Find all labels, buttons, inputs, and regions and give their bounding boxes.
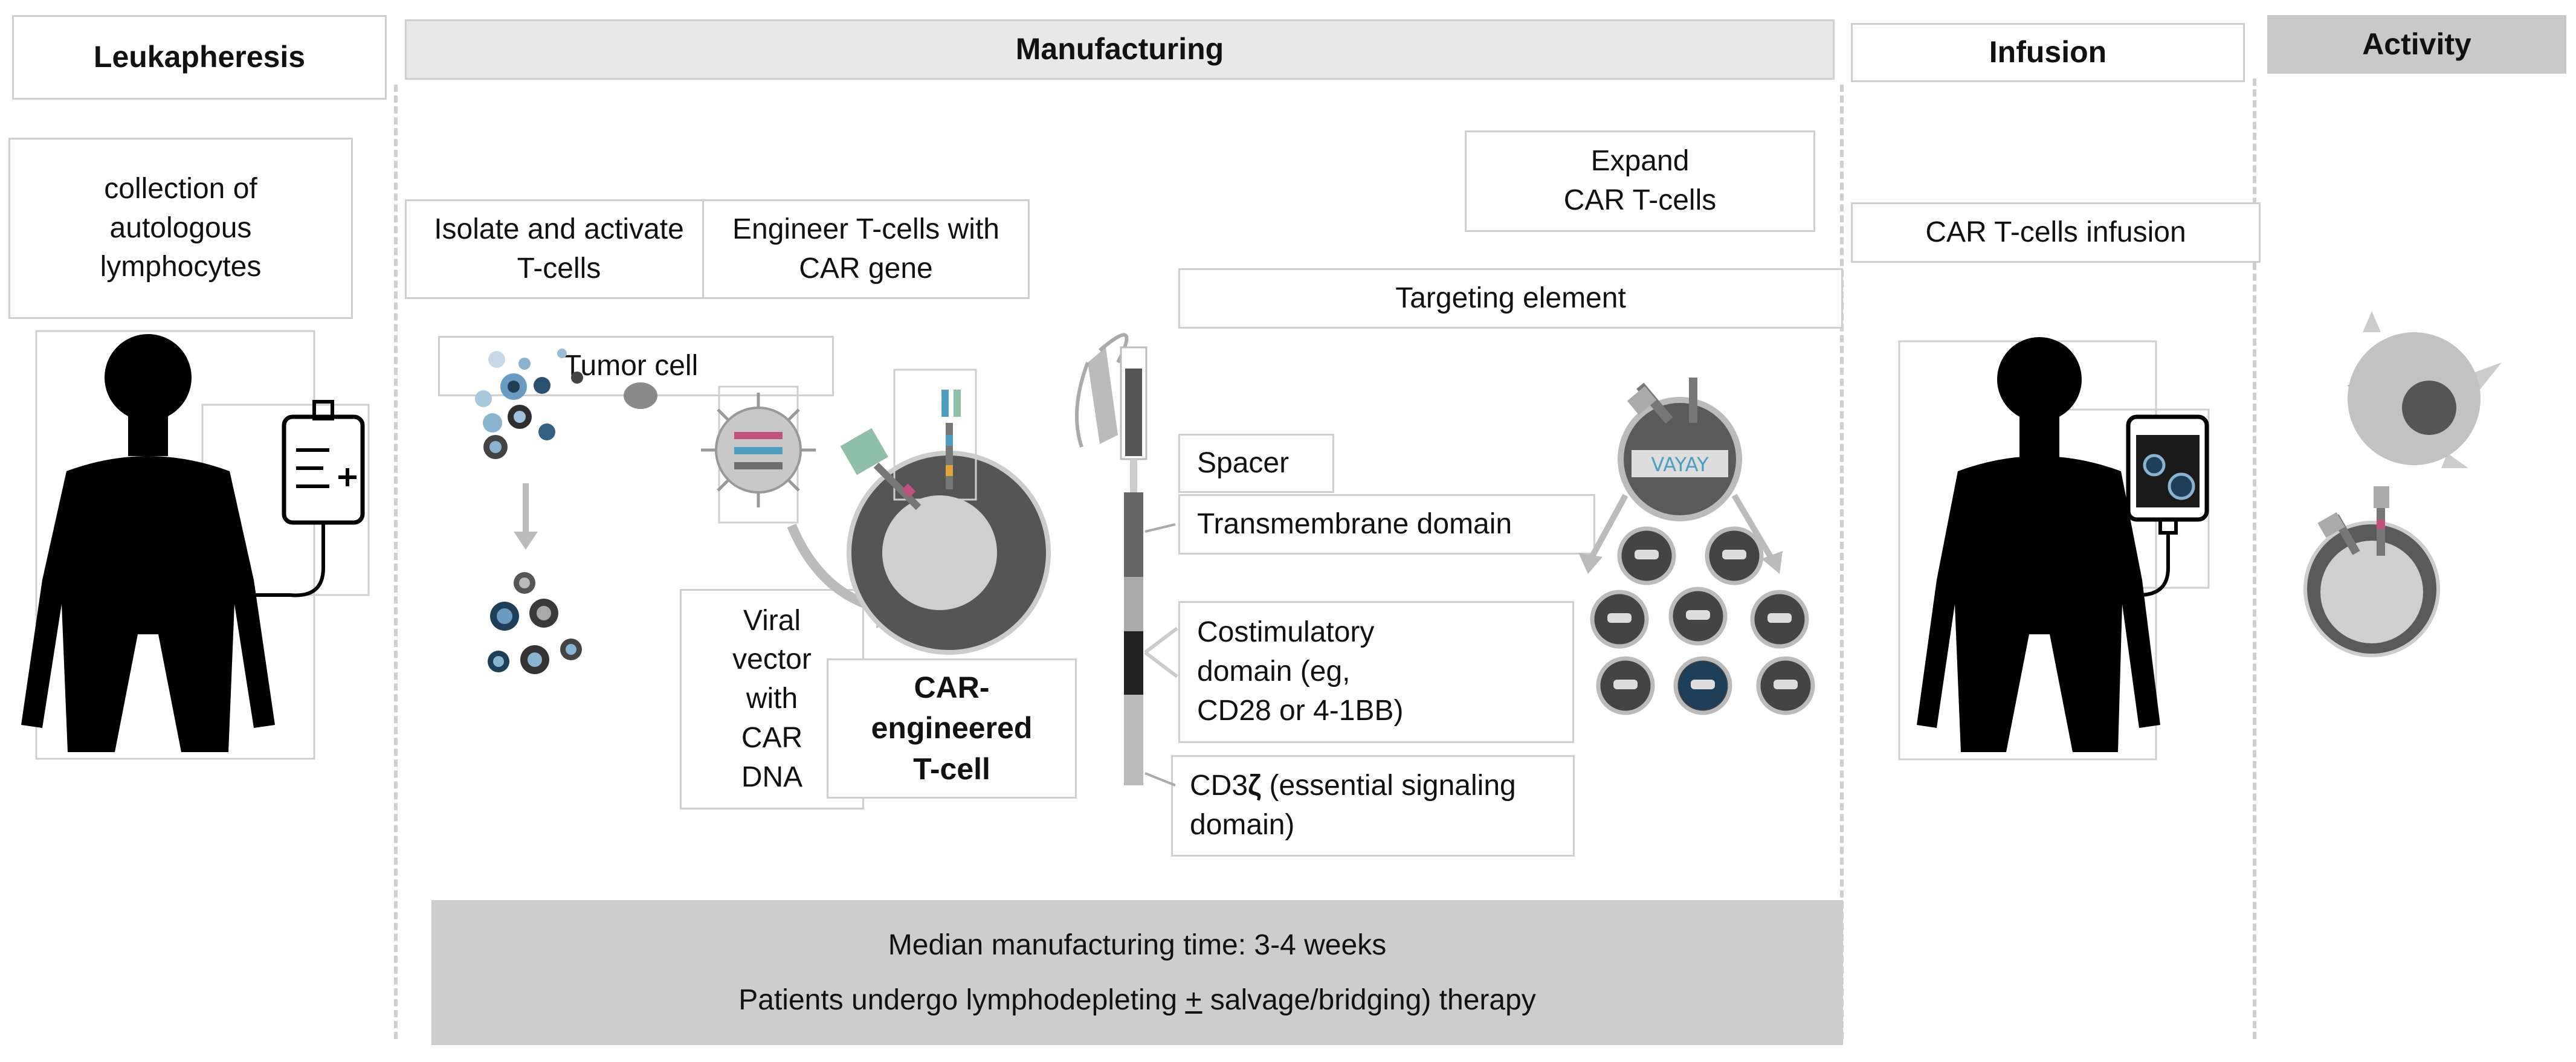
collection-label: collection of autologous lymphocytes: [8, 138, 353, 319]
spacer-label: Spacer: [1178, 434, 1334, 493]
car-t-bag-icon: [2088, 414, 2209, 597]
iv-bag-icon: [236, 400, 365, 597]
manufacturing-footer: Median manufacturing time: 3-4 weeks Pat…: [431, 900, 1843, 1045]
costimulatory-label: Costimulatory domain (eg, CD28 or 4-1BB): [1178, 601, 1574, 743]
target-cell-icon: [2348, 311, 2502, 468]
car-t-cell-icon: [840, 368, 1051, 655]
stage-activity: Activity: [2267, 15, 2566, 74]
cell-expansion-icon: VAYAY: [1578, 378, 1815, 715]
footer-line-2: Patients undergo lymphodepleting + salva…: [738, 984, 1536, 1016]
patient-silhouette-icon: [21, 330, 370, 760]
isolate-label: Isolate and activate T-cells: [405, 199, 713, 299]
separator-2: [1840, 85, 1844, 1039]
car-infusion-label: CAR T-cells infusion: [1851, 202, 2261, 263]
stage-infusion: Infusion: [1851, 23, 2245, 82]
car-t-attack-icon: [2303, 486, 2440, 657]
transmembrane-label: Transmembrane domain: [1178, 494, 1595, 555]
stage-manufacturing: Manufacturing: [405, 19, 1835, 80]
separator-1: [394, 85, 398, 1039]
targeting-label: Targeting element: [1178, 268, 1843, 329]
engineer-label: Engineer T-cells with CAR gene: [702, 199, 1030, 299]
car-engineered-label: CAR- engineered T-cell: [827, 658, 1077, 799]
svg-text:VAYAY: VAYAY: [1651, 453, 1709, 476]
separator-3: [2253, 79, 2256, 1039]
expand-label: Expand CAR T-cells: [1465, 130, 1815, 232]
cell-cluster-icon: [475, 349, 657, 674]
footer-line-1: Median manufacturing time: 3-4 weeks: [888, 928, 1387, 961]
stage-leukapheresis: Leukapheresis: [12, 15, 387, 100]
car-construct-icon: [1075, 333, 1178, 787]
cd3-label: CD3ζ (essential signaling domain): [1171, 755, 1575, 857]
infusion-patient-icon: [1898, 337, 2210, 761]
